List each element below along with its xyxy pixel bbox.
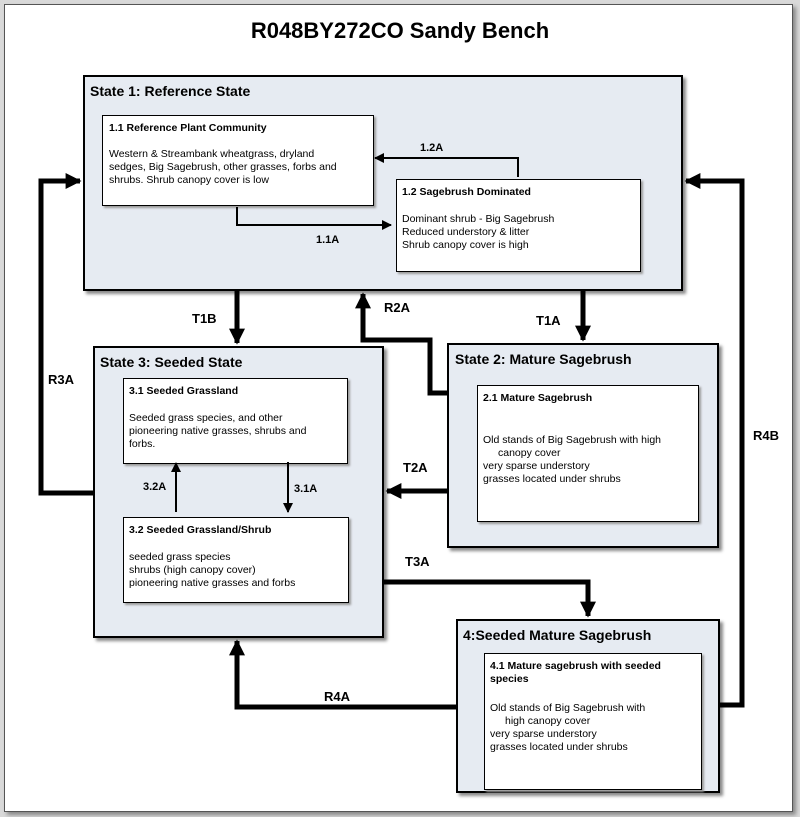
community-3-2-title: 3.2 Seeded Grassland/Shrub bbox=[129, 524, 272, 536]
community-1-2-text: Shrub canopy cover is high bbox=[402, 239, 529, 251]
pathway-1-2a-arrow bbox=[374, 153, 519, 177]
transition-t3a-label: T3A bbox=[405, 554, 430, 569]
community-1-2-title: 1.2 Sagebrush Dominated bbox=[402, 186, 531, 198]
community-3-1-box: 3.1 Seeded Grassland Seeded grass specie… bbox=[123, 378, 348, 464]
transition-t3a-arrow bbox=[384, 579, 597, 618]
community-1-1-text: shrubs. Shrub canopy cover is low bbox=[109, 174, 269, 186]
state-2-title: State 2: Mature Sagebrush bbox=[455, 351, 632, 367]
community-2-1-title: 2.1 Mature Sagebrush bbox=[483, 392, 593, 404]
state-3-box: State 3: Seeded State 3.1 Seeded Grassla… bbox=[93, 346, 384, 638]
community-4-1-text: Old stands of Big Sagebrush with bbox=[490, 702, 646, 714]
transition-t1b-label: T1B bbox=[192, 311, 217, 326]
restoration-r3a-label: R3A bbox=[48, 372, 75, 387]
community-2-1-text: grasses located under shrubs bbox=[483, 473, 621, 485]
transition-t2a-label: T2A bbox=[403, 460, 428, 475]
community-4-1-box: 4.1 Mature sagebrush with seeded species… bbox=[484, 653, 702, 790]
pathway-1-2a-label: 1.2A bbox=[420, 142, 444, 154]
community-3-2-text: pioneering native grasses and forbs bbox=[129, 577, 296, 589]
state-1-title: State 1: Reference State bbox=[90, 83, 251, 99]
pathway-1-1a-label: 1.1A bbox=[316, 234, 340, 246]
community-2-1-text: canopy cover bbox=[498, 447, 561, 459]
state-1-box: State 1: Reference State 1.1 Reference P… bbox=[83, 75, 683, 291]
community-1-2-box: 1.2 Sagebrush Dominated Dominant shrub -… bbox=[396, 179, 641, 272]
community-4-1-title: species bbox=[490, 673, 529, 685]
restoration-r4b-label: R4B bbox=[753, 428, 780, 443]
community-3-2-text: seeded grass species bbox=[129, 551, 231, 563]
state-3-title: State 3: Seeded State bbox=[100, 354, 243, 370]
community-4-1-title: 4.1 Mature sagebrush with seeded bbox=[490, 660, 661, 672]
restoration-r2a-label: R2A bbox=[384, 300, 411, 315]
diagram-title: R048BY272CO Sandy Bench bbox=[250, 18, 550, 43]
community-4-1-text: high canopy cover bbox=[505, 715, 591, 727]
community-1-1-title: 1.1 Reference Plant Community bbox=[109, 122, 267, 134]
community-3-1-title: 3.1 Seeded Grassland bbox=[129, 385, 239, 397]
community-3-2-text: shrubs (high canopy cover) bbox=[129, 564, 256, 576]
community-2-1-text: very sparse understory bbox=[483, 460, 590, 472]
state-2-box: State 2: Mature Sagebrush 2.1 Mature Sag… bbox=[447, 343, 719, 548]
state-4-box: 4:Seeded Mature Sagebrush 4.1 Mature sag… bbox=[456, 619, 720, 793]
community-3-1-text: forbs. bbox=[129, 438, 156, 450]
restoration-r4a-label: R4A bbox=[324, 689, 351, 704]
pathway-3-2a-label: 3.2A bbox=[143, 481, 167, 493]
state-4-title: 4:Seeded Mature Sagebrush bbox=[463, 627, 652, 643]
pathway-3-1a-label: 3.1A bbox=[294, 483, 318, 495]
transition-t1a-label: T1A bbox=[536, 313, 561, 328]
community-3-2-box: 3.2 Seeded Grassland/Shrub seeded grass … bbox=[123, 517, 349, 603]
community-1-1-text: Western & Streambank wheatgrass, dryland bbox=[109, 148, 315, 160]
restoration-r4a-arrow bbox=[228, 639, 456, 710]
community-3-1-text: pioneering native grasses, shrubs and bbox=[129, 425, 307, 437]
community-2-1-box: 2.1 Mature Sagebrush Old stands of Big S… bbox=[477, 385, 699, 522]
community-3-1-text: Seeded grass species, and other bbox=[129, 412, 283, 424]
community-1-1-box: 1.1 Reference Plant Community Western & … bbox=[102, 115, 374, 206]
restoration-r3a-arrow bbox=[38, 172, 93, 496]
community-2-1-text: Old stands of Big Sagebrush with high bbox=[483, 434, 662, 446]
community-4-1-text: very sparse understory bbox=[490, 728, 597, 740]
community-1-2-text: Dominant shrub - Big Sagebrush bbox=[402, 213, 555, 225]
restoration-r2a-arrow bbox=[354, 292, 447, 396]
community-1-1-text: sedges, Big Sagebrush, other grasses, fo… bbox=[109, 161, 337, 173]
restoration-r4b-arrow bbox=[684, 172, 745, 708]
community-1-2-text: Reduced understory & litter bbox=[402, 226, 530, 238]
community-4-1-text: grasses located under shrubs bbox=[490, 741, 628, 753]
pathway-1-1a-arrow bbox=[236, 207, 392, 230]
